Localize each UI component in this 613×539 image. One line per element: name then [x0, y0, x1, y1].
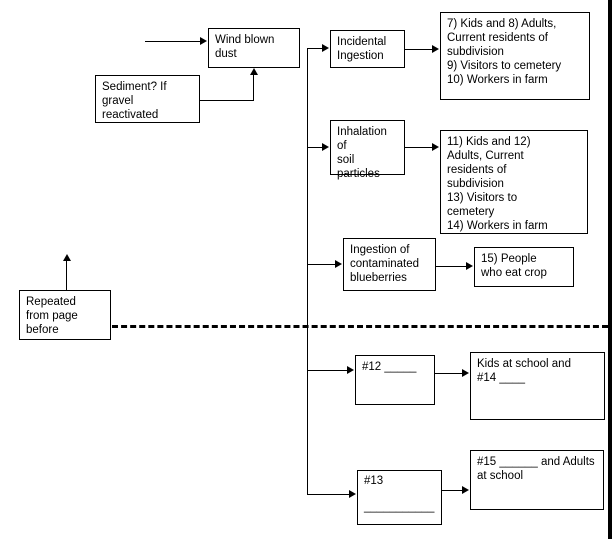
branch-line-incidental-ingestion	[307, 48, 324, 49]
incoming-connector-line	[145, 41, 201, 42]
branch-arrowhead-pathway-13	[349, 490, 356, 498]
sediment-connector-arrowhead	[250, 68, 258, 75]
branch-arrowhead-inhalation	[322, 143, 329, 151]
box-receptors-11-to-14[interactable]: 11) Kids and 12) Adults, Current residen…	[440, 130, 588, 234]
box-incidental-ingestion[interactable]: Incidental Ingestion	[330, 30, 405, 68]
branch-line-inhalation	[307, 147, 324, 148]
box-wind-blown-dust[interactable]: Wind blown dust	[208, 28, 300, 68]
box-pathway-13-blank[interactable]: #13 ___________	[357, 470, 442, 525]
connector-line-pathway13-to-adults	[442, 490, 464, 491]
sediment-connector-vertical	[253, 75, 254, 101]
sediment-connector-horizontal	[200, 100, 254, 101]
branch-arrowhead-incidental-ingestion	[322, 44, 329, 52]
branch-arrowhead-blueberries	[335, 260, 342, 268]
branch-line-blueberries	[307, 264, 337, 265]
branch-line-pathway-12	[307, 370, 349, 371]
connector-arrowhead-inhalation-to-receptors	[432, 143, 439, 151]
box-receptor-15-people-who-eat-crop[interactable]: 15) People who eat crop	[474, 247, 574, 287]
page-right-edge	[608, 0, 612, 539]
connector-line-inhalation-to-receptors	[405, 147, 434, 148]
connector-line-pathway12-to-school	[435, 373, 464, 374]
box-receptors-7-to-10[interactable]: 7) Kids and 8) Adults, Current residents…	[440, 12, 590, 100]
branch-line-pathway-13	[307, 494, 351, 495]
page-divider-dashed-line	[112, 325, 608, 328]
connector-line-incidental-to-receptors	[405, 49, 434, 50]
box-ingestion-of-contaminated-blueberries[interactable]: Ingestion of contaminated blueberries	[343, 238, 436, 291]
box-receptor-kids-at-school-and-14[interactable]: Kids at school and #14 ____	[470, 352, 605, 420]
connector-arrowhead-blueberries-to-receptor	[466, 262, 473, 270]
connector-line-blueberries-to-receptor	[436, 266, 468, 267]
incoming-connector-arrowhead	[200, 37, 207, 45]
main-trunk-vertical-line	[307, 48, 308, 494]
box-inhalation-of-soil-particles[interactable]: Inhalation of soil particles	[330, 120, 405, 180]
connector-arrowhead-pathway12-to-school	[462, 369, 469, 377]
connector-arrowhead-pathway13-to-adults	[462, 486, 469, 494]
box-sediment-gravel-reactivated[interactable]: Sediment? If gravel reactivated	[95, 75, 200, 123]
box-pathway-12-blank[interactable]: #12 _____	[355, 355, 435, 405]
branch-arrowhead-pathway-12	[347, 366, 354, 374]
repeated-box-connector-arrowhead	[63, 254, 71, 261]
repeated-box-connector-vertical	[66, 260, 67, 291]
connector-arrowhead-incidental-to-receptors	[432, 45, 439, 53]
box-receptor-15-blank-and-adults-at-school[interactable]: #15 ______ and Adults at school	[470, 450, 604, 510]
box-repeated-from-page-before[interactable]: Repeated from page before	[19, 290, 111, 340]
